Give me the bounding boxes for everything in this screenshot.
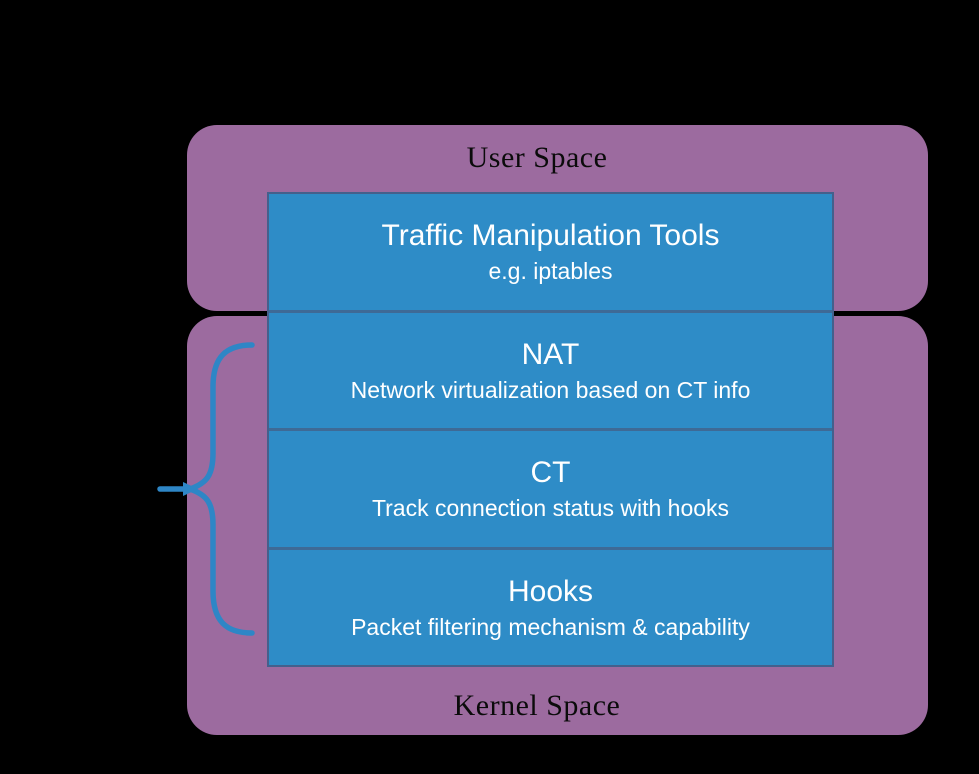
curly-brace-icon <box>157 342 255 636</box>
layer-stack: Traffic Manipulation Tools e.g. iptables… <box>267 192 834 667</box>
kernel-space-label: Kernel Space <box>453 689 621 722</box>
layer-ct: CT Track connection status with hooks <box>269 431 832 550</box>
layer-title: NAT <box>521 337 580 371</box>
layer-title: Traffic Manipulation Tools <box>381 219 720 253</box>
layer-nat: NAT Network virtualization based on CT i… <box>269 313 832 431</box>
layer-subtitle: Packet filtering mechanism & capability <box>351 613 750 640</box>
layer-traffic-tools: Traffic Manipulation Tools e.g. iptables <box>269 194 832 313</box>
layer-subtitle: e.g. iptables <box>488 258 613 285</box>
layer-title: CT <box>530 456 571 490</box>
user-space-label: User Space <box>466 141 608 174</box>
layer-subtitle: Track connection status with hooks <box>371 495 730 522</box>
layer-title: Hooks <box>507 574 594 608</box>
layer-subtitle: Network virtualization based on CT info <box>350 376 751 403</box>
layer-hooks: Hooks Packet filtering mechanism & capab… <box>269 550 832 666</box>
